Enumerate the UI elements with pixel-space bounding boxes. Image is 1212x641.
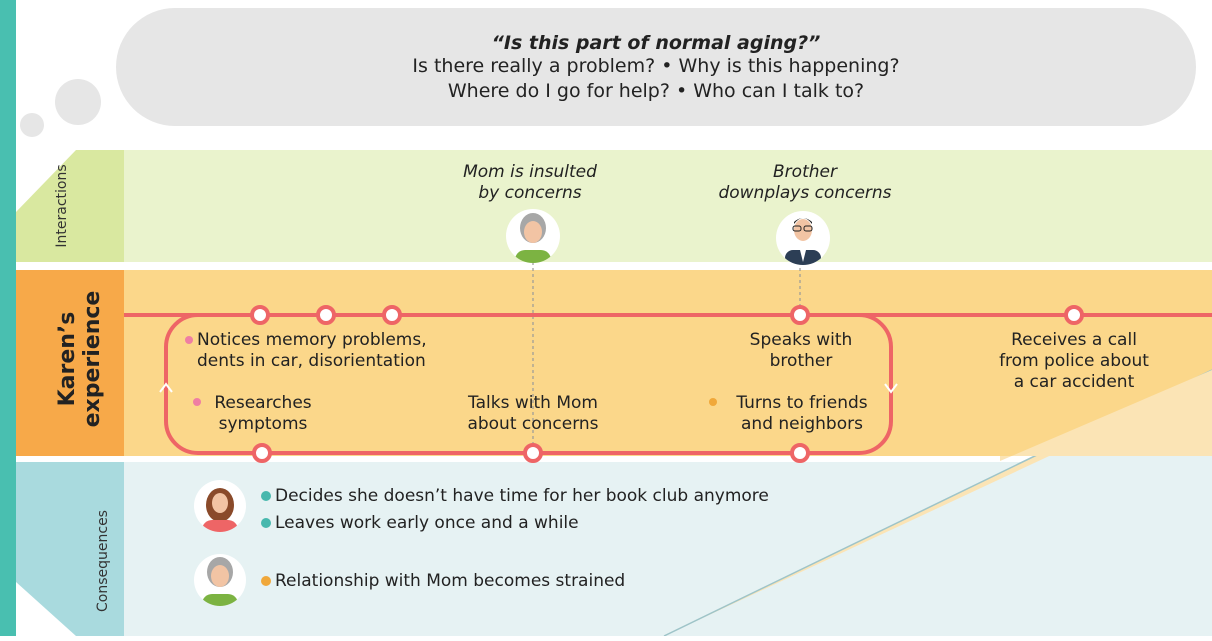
bullet-dot-teal: [261, 518, 271, 528]
timeline-node: [1064, 305, 1084, 325]
diagonal-wedge-orange: [1000, 370, 1212, 461]
exp-notices-line-2: dents in car, disorientation: [197, 351, 426, 371]
interactions-label-block: [16, 150, 124, 262]
exp-call-line-1: Receives a call: [1011, 330, 1137, 350]
interaction-mom-caption: Mom is insulted by concerns: [430, 162, 630, 204]
experience-label-block: [16, 270, 124, 456]
exp-speaks-line-1: Speaks with: [749, 330, 853, 350]
bullet-dot-pink: [185, 336, 193, 344]
row-label-interactions: Interactions: [54, 164, 70, 248]
exp-notices-line-1: Notices memory problems,: [197, 330, 427, 350]
mom-consequence-avatar-icon: [194, 554, 246, 606]
exp-researches-line-2: symptoms: [218, 414, 308, 434]
left-accent-bar: [0, 0, 16, 636]
exp-speaks-line-2: brother: [769, 351, 833, 371]
bubble-question: “Is this part of normal aging?”: [491, 32, 821, 54]
row-label-experience-line-1: Karen’s: [55, 311, 80, 407]
interaction-brother-caption: Brother downplays concerns: [690, 162, 920, 204]
bubble-line-1: Is there really a problem? • Why is this…: [412, 55, 900, 77]
bullet-dot-orange: [709, 398, 717, 406]
exp-friends-line-1: Turns to friends: [736, 393, 868, 413]
interaction-mom-line-2: by concerns: [478, 183, 582, 203]
timeline-node: [252, 443, 272, 463]
timeline-node: [316, 305, 336, 325]
timeline-node: [523, 443, 543, 463]
timeline-node: [790, 443, 810, 463]
timeline-node: [382, 305, 402, 325]
exp-friends: Turns to friends and neighbors: [716, 393, 888, 435]
exp-friends-line-2: and neighbors: [741, 414, 863, 434]
row-label-experience: Karen’s experience: [55, 274, 109, 444]
exp-talks-line-1: Talks with Mom: [468, 393, 598, 413]
exp-talks-line-2: about concerns: [467, 414, 599, 434]
loop-arrow-down: [884, 383, 898, 394]
karen-avatar-icon: [194, 480, 246, 532]
bubble-line-2: Where do I go for help? • Who can I talk…: [447, 80, 865, 102]
timeline-node: [250, 305, 270, 325]
bullet-dot-teal: [261, 491, 271, 501]
consequence-karen-2: Leaves work early once and a while: [275, 513, 579, 533]
exp-speaks: Speaks with brother: [726, 330, 876, 372]
interaction-brother-line-1: Brother: [773, 162, 837, 182]
consequence-mom-1: Relationship with Mom becomes strained: [275, 571, 626, 591]
timeline-node: [790, 305, 810, 325]
exp-call-line-3: a car accident: [1013, 372, 1135, 392]
interaction-mom-line-1: Mom is insulted: [463, 162, 597, 182]
mom-avatar-icon: [506, 209, 560, 263]
interactions-band: [124, 150, 1212, 262]
interaction-brother-line-2: downplays concerns: [718, 183, 892, 203]
loop-arrow-up: [159, 382, 173, 393]
exp-researches-line-1: Researches: [214, 393, 312, 413]
row-label-experience-line-2: experience: [80, 290, 105, 428]
thought-bubble: “Is this part of normal aging?” Is there…: [116, 8, 1196, 126]
row-label-consequences: Consequences: [95, 510, 111, 612]
consequences-label-block: [16, 462, 124, 636]
thought-bubble-dot-large: [55, 79, 101, 125]
consequence-karen-1: Decides she doesn’t have time for her bo…: [275, 486, 769, 506]
exp-notices: Notices memory problems, dents in car, d…: [197, 330, 497, 372]
exp-call-line-2: from police about: [999, 351, 1149, 371]
bullet-dot-pink: [193, 398, 201, 406]
experience-band: [124, 270, 1212, 456]
exp-researches: Researches symptoms: [198, 393, 328, 435]
brother-avatar-icon: [776, 211, 830, 265]
thought-bubble-dot-small: [20, 113, 44, 137]
bullet-dot-orange: [261, 576, 271, 586]
exp-talks: Talks with Mom about concerns: [440, 393, 626, 435]
exp-call: Receives a call from police about a car …: [966, 330, 1182, 393]
